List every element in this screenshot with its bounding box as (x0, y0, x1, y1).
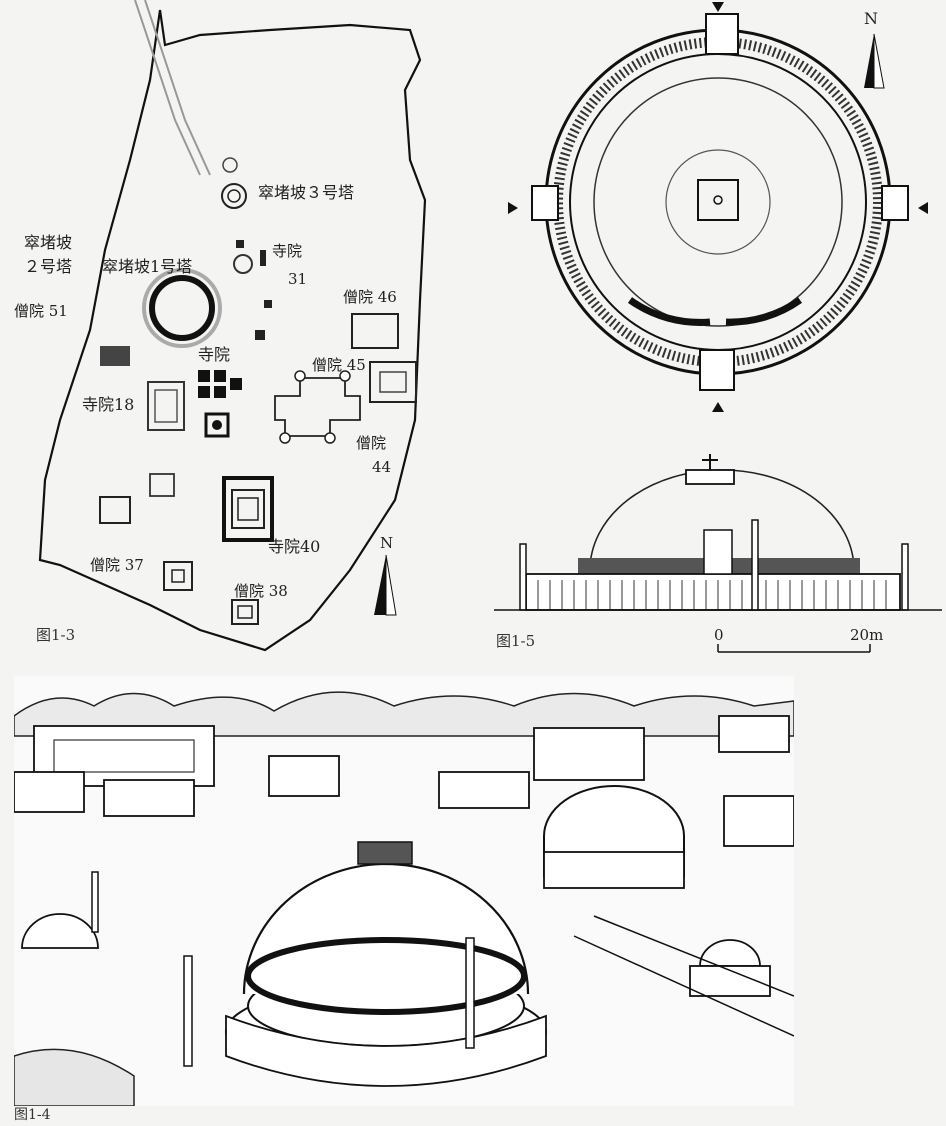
label-stupa2-line2: ２号塔 (24, 257, 72, 276)
label-stupa3: 窣堵坡３号塔 (258, 183, 354, 202)
label-temple18: 寺院18 (82, 395, 134, 414)
stupa-plan-figure: N (490, 0, 946, 420)
caption-fig-1-3: 图1-3 (36, 626, 76, 644)
elevation-figure: 0 20m 图1-5 (490, 440, 946, 660)
label-temple31-line2: 31 (288, 270, 307, 288)
label-monastery46: 僧院 46 (343, 288, 397, 306)
label-temple-center: 寺院 (198, 345, 230, 364)
scale-end-label: 20m (850, 626, 883, 644)
label-monastery44-line2: 44 (372, 458, 391, 476)
caption-fig-1-5: 图1-5 (496, 632, 536, 650)
site-plan-figure: 窣堵坡３号塔 窣堵坡 ２号塔 窣堵坡1号塔 寺院 31 僧院 46 僧院 51 … (0, 0, 440, 660)
north-label-plan: N (380, 534, 393, 552)
label-monastery37: 僧院 37 (90, 556, 144, 574)
north-label-stupa: N (864, 9, 878, 28)
label-monastery38: 僧院 38 (234, 582, 288, 600)
label-monastery51: 僧院 51 (14, 302, 68, 320)
caption-fig-1-4: 图1-4 (14, 1107, 51, 1123)
label-stupa1: 窣堵坡1号塔 (102, 257, 192, 276)
elevation-drawing: 0 20m (494, 454, 942, 653)
aerial-view-drawing (14, 676, 794, 1106)
label-temple31-line1: 寺院 (272, 242, 302, 260)
aerial-view-figure: 图1-4 (14, 676, 794, 1126)
label-monastery44-line1: 僧院 (356, 434, 386, 452)
site-plan-drawing: 窣堵坡３号塔 窣堵坡 ２号塔 窣堵坡1号塔 寺院 31 僧院 46 僧院 51 … (14, 0, 427, 652)
label-temple40: 寺院40 (268, 537, 320, 556)
label-monastery45: 僧院 45 (312, 356, 366, 374)
stupa-plan-drawing: N (508, 2, 928, 412)
scale-start-label: 0 (714, 626, 724, 644)
label-stupa2-line1: 窣堵坡 (24, 233, 72, 252)
